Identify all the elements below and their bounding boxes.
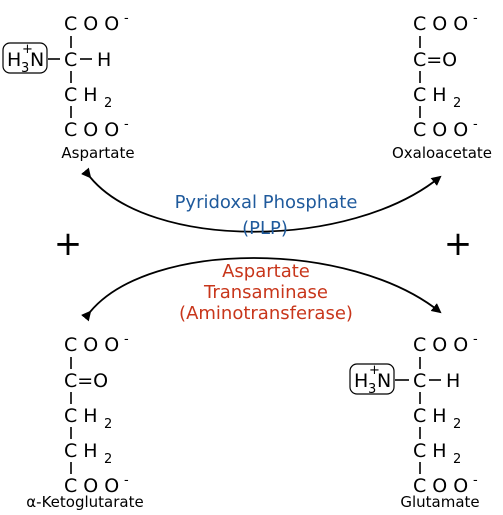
glutamate-ch2-1-sub: 2 bbox=[453, 417, 461, 432]
glutamate-charge-bottom: - bbox=[473, 473, 478, 488]
glutamate-amine-sub: 3 bbox=[368, 382, 376, 397]
glutamate-ch2-1: C H bbox=[413, 405, 447, 427]
ketoglutarate-coo-top: C O O bbox=[64, 334, 119, 356]
oxaloacetate-label: Oxaloacetate bbox=[392, 144, 492, 162]
glutamate-charge-top: - bbox=[473, 332, 478, 347]
aspartate-alpha-c: C bbox=[64, 49, 77, 71]
aspartate-amine-box bbox=[2, 42, 48, 74]
glutamate-coo-bottom: C O O bbox=[413, 475, 468, 497]
oxaloacetate-coo-top: C O O bbox=[413, 13, 468, 35]
upper-reaction-arrow bbox=[81, 167, 442, 233]
aspartate-coo-bottom: C O O bbox=[64, 119, 119, 141]
enzyme-line-1: Aspartate bbox=[222, 261, 310, 282]
aspartate-charge-top: - bbox=[124, 11, 129, 26]
enzyme-line-3: (Aminotransferase) bbox=[179, 303, 353, 324]
oxaloacetate-charge-bottom: - bbox=[473, 117, 478, 132]
enzyme-line-2: Transaminase bbox=[203, 282, 328, 303]
aspartate-structure: C O O - H 3 + N C H C H 2 C O O - Aspart… bbox=[2, 11, 135, 162]
oxaloacetate-keto: C=O bbox=[413, 49, 457, 71]
ketoglutarate-label: α-Ketoglutarate bbox=[26, 493, 143, 511]
aspartate-amine-h: H bbox=[7, 49, 21, 71]
oxaloacetate-ch2: C H bbox=[413, 84, 447, 106]
aspartate-amine-sub: 3 bbox=[21, 61, 29, 76]
oxaloacetate-structure: C O O - C=O C H 2 C O O - Oxaloacetate bbox=[392, 11, 492, 162]
aspartate-amine-plus: + bbox=[22, 42, 33, 57]
glutamate-amine-n: N bbox=[377, 370, 391, 392]
glutamate-ch2-2: C H bbox=[413, 440, 447, 462]
glutamate-label: Glutamate bbox=[400, 493, 479, 511]
ketoglutarate-ch2-1-sub: 2 bbox=[104, 417, 112, 432]
ketoglutarate-keto: C=O bbox=[64, 370, 108, 392]
glutamate-alpha-h: H bbox=[446, 370, 460, 392]
glutamate-alpha-c: C bbox=[413, 370, 426, 392]
glutamate-amine-plus: + bbox=[369, 363, 380, 378]
ketoglutarate-ch2-2-sub: 2 bbox=[104, 452, 112, 467]
oxaloacetate-ch2-sub: 2 bbox=[453, 96, 461, 111]
plus-right: + bbox=[444, 224, 473, 264]
aspartate-amine-n: N bbox=[30, 49, 44, 71]
glutamate-ch2-2-sub: 2 bbox=[453, 452, 461, 467]
lower-reaction-arrow bbox=[81, 257, 442, 322]
plus-left: + bbox=[54, 224, 83, 264]
alpha-ketoglutarate-structure: C O O - C=O C H 2 C H 2 C O O - α-Ketogl… bbox=[26, 332, 143, 511]
glutamate-amine-box bbox=[349, 363, 395, 395]
glutamate-structure: C O O - H 3 + N C H C H 2 C H 2 C O O - … bbox=[349, 332, 480, 511]
glutamate-coo-top: C O O bbox=[413, 334, 468, 356]
ketoglutarate-charge-top: - bbox=[124, 332, 129, 347]
aspartate-alpha-h: H bbox=[97, 49, 111, 71]
ketoglutarate-ch2-1: C H bbox=[64, 405, 98, 427]
aspartate-ch2: C H bbox=[64, 84, 98, 106]
aspartate-coo-top: C O O bbox=[64, 13, 119, 35]
ketoglutarate-charge-bottom: - bbox=[124, 473, 129, 488]
cofactor-line-1: Pyridoxal Phosphate bbox=[175, 192, 358, 213]
oxaloacetate-charge-top: - bbox=[473, 11, 478, 26]
oxaloacetate-coo-bottom: C O O bbox=[413, 119, 468, 141]
cofactor-line-2: (PLP) bbox=[242, 218, 288, 239]
ketoglutarate-coo-bottom: C O O bbox=[64, 475, 119, 497]
glutamate-amine-h: H bbox=[354, 370, 368, 392]
ketoglutarate-ch2-2: C H bbox=[64, 440, 98, 462]
aspartate-label: Aspartate bbox=[61, 144, 134, 162]
aspartate-charge-bottom: - bbox=[124, 117, 129, 132]
aspartate-ch2-sub: 2 bbox=[104, 96, 112, 111]
